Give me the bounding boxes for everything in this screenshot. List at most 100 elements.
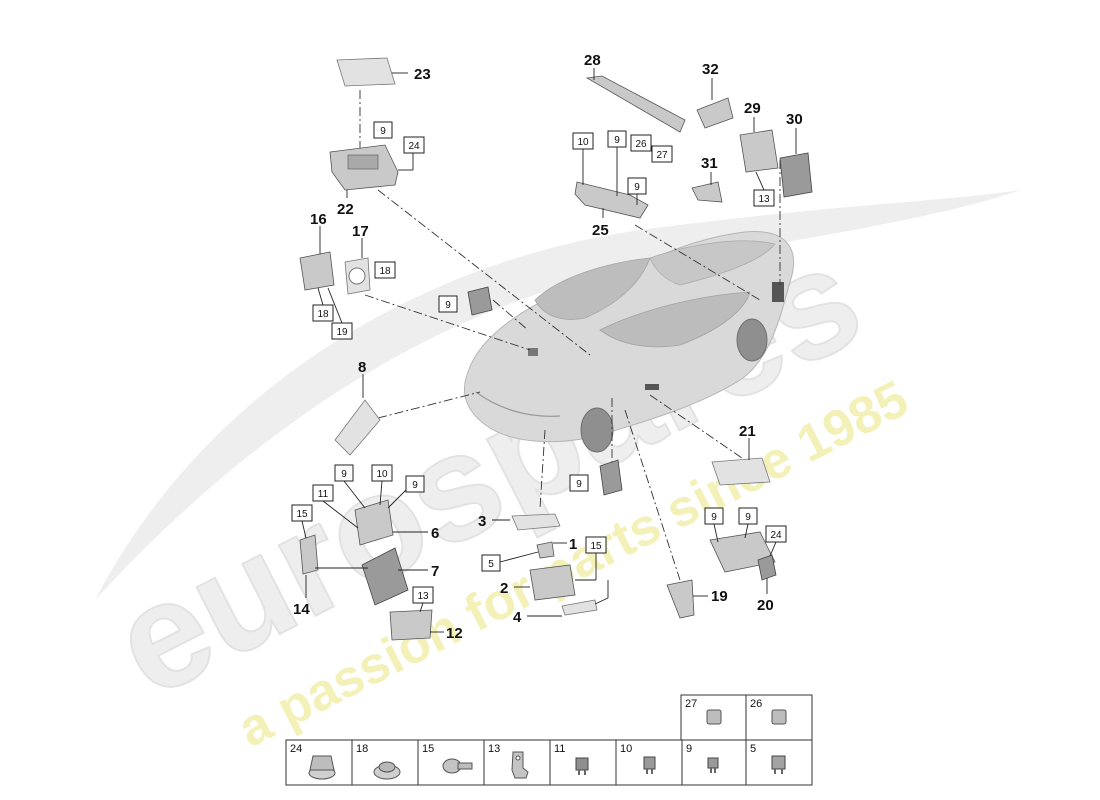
rear-wheel	[736, 318, 768, 362]
boxed-ref: 9	[445, 300, 451, 311]
boxed-ref: 9	[614, 135, 620, 146]
table-label-11: 11	[554, 743, 565, 755]
relay-icon	[575, 757, 589, 775]
callout-25: 25	[592, 222, 609, 239]
fuse-icon	[707, 757, 719, 773]
boxed-ref: 10	[376, 469, 388, 480]
part-14-bracket	[299, 534, 319, 575]
relay-icon	[771, 755, 786, 774]
boxed-ref: 10	[577, 137, 589, 148]
bracket-clip-icon	[511, 751, 529, 779]
part-9-module-lower	[599, 459, 623, 496]
part-6-relay-holder	[354, 499, 394, 546]
car-grille	[475, 391, 561, 417]
parts	[299, 57, 813, 641]
boxed-ref: 26	[635, 139, 647, 150]
callout-14: 14	[293, 601, 310, 618]
boxed-refs: 9 24 10 9 26 27 9 13 18 18 19 9	[291, 121, 787, 613]
boxed-ref: 15	[590, 541, 602, 552]
part-21-cover	[711, 457, 771, 486]
boxed-ref: 9	[341, 469, 347, 480]
callout-8: 8	[358, 359, 366, 376]
callout-16: 16	[310, 211, 327, 228]
watermark: eurospares a passion for parts since 198…	[87, 190, 1020, 759]
part-16-bracket	[299, 251, 335, 291]
front-wheel	[580, 407, 614, 453]
part-28-strip	[585, 75, 686, 133]
flange-nut-icon	[373, 761, 401, 780]
car-roof	[649, 240, 776, 286]
callout-32: 32	[702, 61, 719, 78]
table-label-24: 24	[290, 743, 302, 755]
table-label-5: 5	[750, 743, 756, 755]
table-label-9: 9	[686, 743, 692, 755]
callout-28: 28	[584, 52, 601, 69]
boxed-ref: 9	[634, 182, 640, 193]
part-7-housing	[361, 547, 409, 606]
boxed-ref: 15	[296, 509, 308, 520]
boxed-ref: 5	[488, 559, 494, 570]
callout-31: 31	[701, 155, 718, 172]
callout-29: 29	[744, 100, 761, 117]
part-31-bracket	[691, 181, 723, 203]
boxed-ref: 19	[336, 327, 348, 338]
table-label-15: 15	[422, 743, 434, 755]
fuse-icon	[643, 756, 656, 774]
boxed-ref: 18	[317, 309, 329, 320]
boxed-ref: 24	[408, 141, 420, 152]
callout-2: 2	[500, 580, 508, 597]
part-1-relay	[536, 541, 555, 559]
callout-6: 6	[431, 525, 439, 542]
part-12-terminal-block	[389, 609, 433, 641]
callout-23: 23	[414, 66, 431, 83]
table-label-26: 26	[750, 698, 762, 710]
part-29-relay-box	[739, 129, 779, 173]
boxed-ref: 9	[745, 512, 751, 523]
boxed-ref: 18	[379, 266, 391, 277]
table-label-10: 10	[620, 743, 632, 755]
callout-3: 3	[478, 513, 486, 530]
callout-12: 12	[446, 625, 463, 642]
boxed-ref: 9	[380, 126, 386, 137]
square-relay-icon	[706, 709, 722, 725]
table-label-27: 27	[685, 698, 697, 710]
callout-19: 19	[711, 588, 728, 605]
part-4-strip	[561, 599, 598, 616]
boxed-ref: 9	[412, 480, 418, 491]
part-9-module-upper	[467, 286, 493, 316]
module-mark-rear	[772, 282, 784, 302]
callout-22: 22	[337, 201, 354, 218]
boxed-ref: 13	[417, 591, 429, 602]
boxed-ref: 13	[758, 194, 770, 205]
part-8-cover	[334, 399, 381, 456]
callout-1: 1	[569, 536, 577, 553]
boxed-ref: 9	[711, 512, 717, 523]
hardware-table: 27 26 24 18 15 13 11	[285, 694, 813, 786]
boxed-ref: 11	[318, 489, 329, 500]
leader-lines	[359, 90, 781, 581]
callout-21: 21	[739, 423, 756, 440]
square-relay-icon	[771, 709, 787, 725]
boxed-ref: 27	[656, 150, 668, 161]
part-25-fuse-carrier	[574, 181, 649, 219]
battery-mark	[645, 384, 659, 390]
part-3-cover	[511, 513, 561, 531]
part-30-control-unit	[779, 152, 813, 198]
table-label-18: 18	[356, 743, 368, 755]
car-windshield	[534, 257, 651, 320]
car-body	[464, 231, 794, 453]
part-32-module	[696, 97, 734, 129]
boxed-ref: 24	[770, 530, 782, 541]
flange-nut-icon	[308, 755, 336, 780]
part-23-cover	[336, 57, 396, 87]
boxed-ref: 9	[576, 479, 582, 490]
bolt-icon	[442, 758, 473, 774]
callout-7: 7	[431, 563, 439, 580]
callouts: 23 28 32 29 30 31 25 22 16 17 8 21 3 1 2…	[293, 52, 803, 642]
table-label-13: 13	[488, 743, 500, 755]
callout-30: 30	[786, 111, 803, 128]
callout-17: 17	[352, 223, 369, 240]
car-side-glass	[599, 291, 751, 348]
callout-20: 20	[757, 597, 774, 614]
